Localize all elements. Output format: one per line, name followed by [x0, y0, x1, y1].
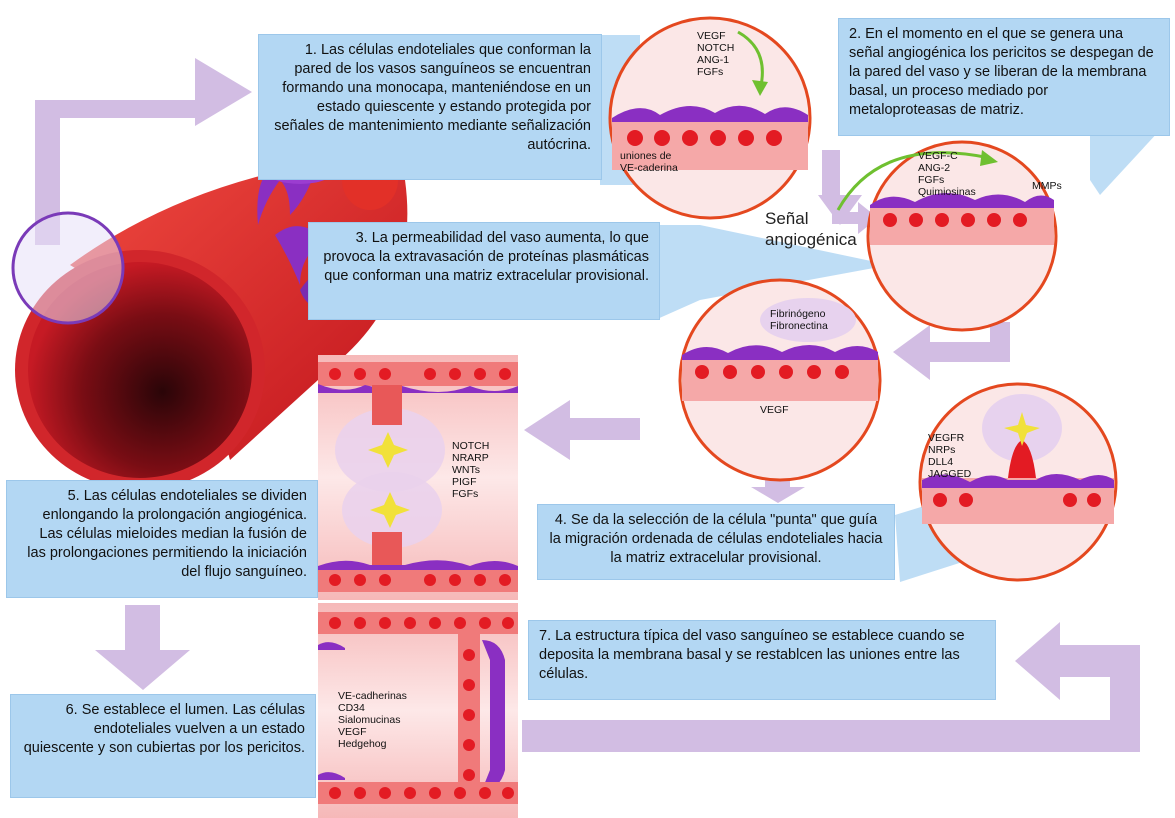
step1-box: 1. Las células endoteliales que conforma… — [258, 34, 602, 180]
circle-step4 — [918, 382, 1118, 582]
panel-step6 — [318, 603, 518, 818]
arrow-p5-to-p6 — [95, 605, 190, 690]
circle3-vegf-label: VEGF — [760, 404, 789, 416]
step5-box: 5. Las células endoteliales se dividen e… — [6, 480, 318, 598]
arrow-c3-to-step4 — [751, 472, 805, 503]
panel-step5 — [318, 355, 518, 600]
step2-box: 2. En el momento en el que se genera una… — [838, 18, 1170, 136]
step3-box: 3. La permeabilidad del vaso aumenta, lo… — [308, 222, 660, 320]
circle-step2 — [836, 140, 1058, 332]
panel6-signals-label: VE-cadherinas CD34 Sialomucinas VEGF Hed… — [338, 690, 407, 750]
angiogenic-signal-label: Señal angiogénica — [765, 209, 857, 249]
circle-step1 — [608, 16, 812, 220]
arrow-start-to-step1 — [35, 58, 252, 245]
circle2-mmps-label: MMPs — [1032, 180, 1062, 192]
step6-box: 6. Se establece el lumen. Las células en… — [10, 694, 316, 798]
arrow-c2-to-c3 — [893, 322, 1010, 380]
arrow-c1-to-c2 — [818, 150, 862, 225]
circle-step3 — [678, 278, 882, 482]
circle4-signals-label: VEGFR NRPs DLL4 JAGGED — [928, 432, 972, 480]
step4-box: 4. Se da la selección de la célula "punt… — [537, 504, 895, 580]
panel5-signals-label: NOTCH NRARP WNTs PIGF FGFs — [452, 440, 490, 500]
circle2-signals-label: VEGF-C ANG-2 FGFs Quimiosinas — [918, 150, 976, 198]
step7-box: 7. La estructura típica del vaso sanguín… — [528, 620, 996, 700]
flow-arrows — [35, 58, 1140, 752]
arrow-step7-to-p6 — [522, 622, 1140, 752]
circle1-signals-label: VEGF NOTCH ANG-1 FGFs — [697, 30, 735, 78]
arrow-c3-to-p5 — [524, 400, 640, 460]
circle3-matrix-label: Fibrinógeno Fibronectina — [770, 308, 828, 332]
circle1-junctions-label: uniones de VE-caderina — [620, 150, 678, 174]
arrow-senal — [832, 202, 878, 234]
